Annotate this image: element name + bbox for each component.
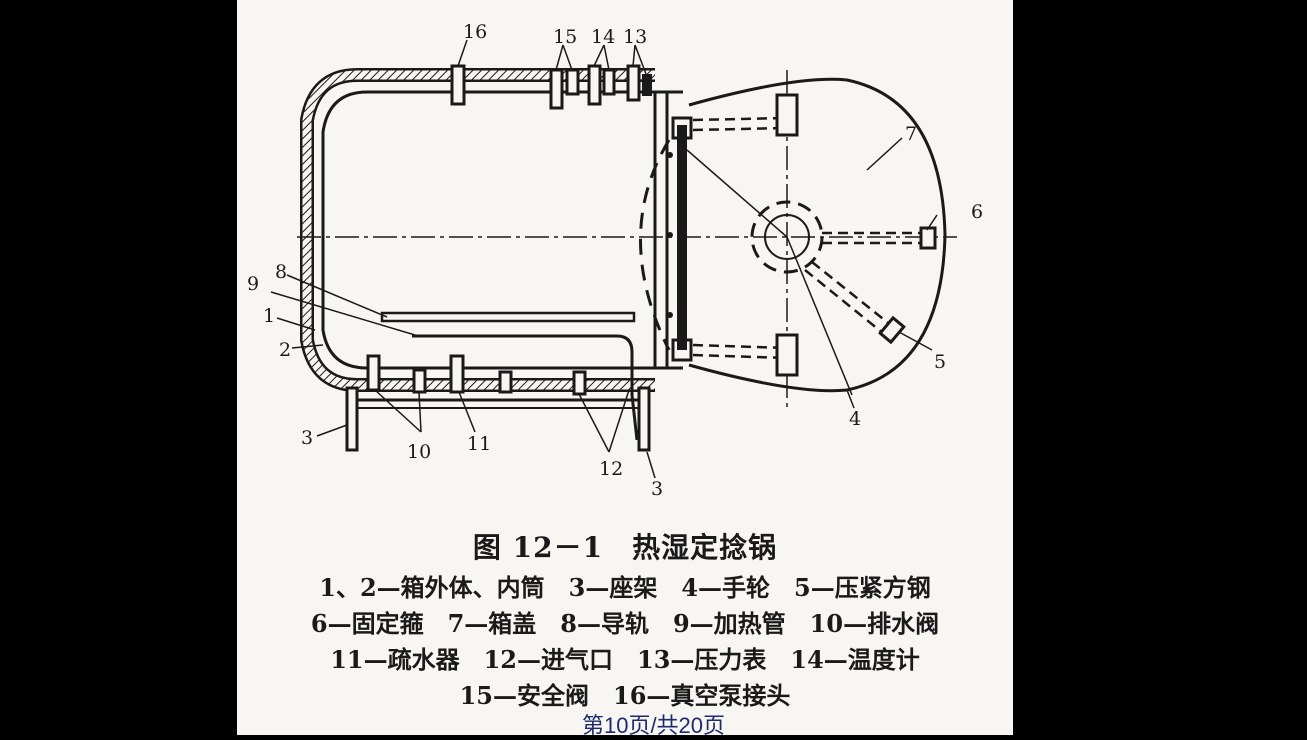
label-14: 14 <box>591 26 615 48</box>
part-labels: 16 15 14 13 8 9 1 2 3 10 11 12 3 7 6 5 4 <box>247 21 983 500</box>
label-3-left: 3 <box>301 427 313 449</box>
lid <box>686 70 947 410</box>
label-9: 9 <box>247 273 259 295</box>
legend-line-1: 1、2—箱外体、内筒 3—座架 4—手轮 5—压紧方钢 <box>319 573 931 602</box>
label-10: 10 <box>407 441 431 463</box>
guide-rail <box>380 311 636 323</box>
label-16: 16 <box>463 21 487 43</box>
label-7: 7 <box>905 123 917 145</box>
label-5: 5 <box>934 351 946 373</box>
lid-swing-arc <box>639 139 671 351</box>
door-flange <box>653 90 693 370</box>
vacuum-pump-joint <box>450 64 466 106</box>
label-6: 6 <box>971 201 983 223</box>
label-11: 11 <box>467 433 491 455</box>
label-4: 4 <box>849 408 861 430</box>
legend-line-2: 6—固定箍 7—箱盖 8—导轨 9—加热管 10—排水阀 <box>310 609 940 638</box>
page-number: 第10页/共20页 <box>581 713 726 738</box>
heating-pipe <box>412 334 639 441</box>
label-3-right: 3 <box>651 478 663 500</box>
label-15: 15 <box>553 26 577 48</box>
slide: 16 15 14 13 8 9 1 2 3 10 11 12 3 7 6 5 4… <box>237 0 1013 735</box>
label-13: 13 <box>623 26 647 48</box>
steam-setting-pot-diagram: 16 15 14 13 8 9 1 2 3 10 11 12 3 7 6 5 4 <box>247 21 983 500</box>
label-2: 2 <box>279 339 291 361</box>
figure-caption-title: 图 12－1 热湿定捻锅 <box>472 531 778 564</box>
legend-line-4: 15—安全阀 16—真空泵接头 <box>459 681 791 710</box>
steam-trap <box>449 354 465 394</box>
legend-line-3: 11—疏水器 12—进气口 13—压力表 14—温度计 <box>330 645 920 674</box>
inner-drum <box>321 90 655 370</box>
label-1: 1 <box>263 305 275 327</box>
leader-lines <box>270 39 938 479</box>
label-12: 12 <box>599 458 623 480</box>
outer-shell <box>300 68 655 392</box>
base-stand <box>345 386 651 452</box>
thermometer <box>587 64 616 106</box>
label-8: 8 <box>275 261 287 283</box>
fixing-hoops <box>775 93 937 377</box>
